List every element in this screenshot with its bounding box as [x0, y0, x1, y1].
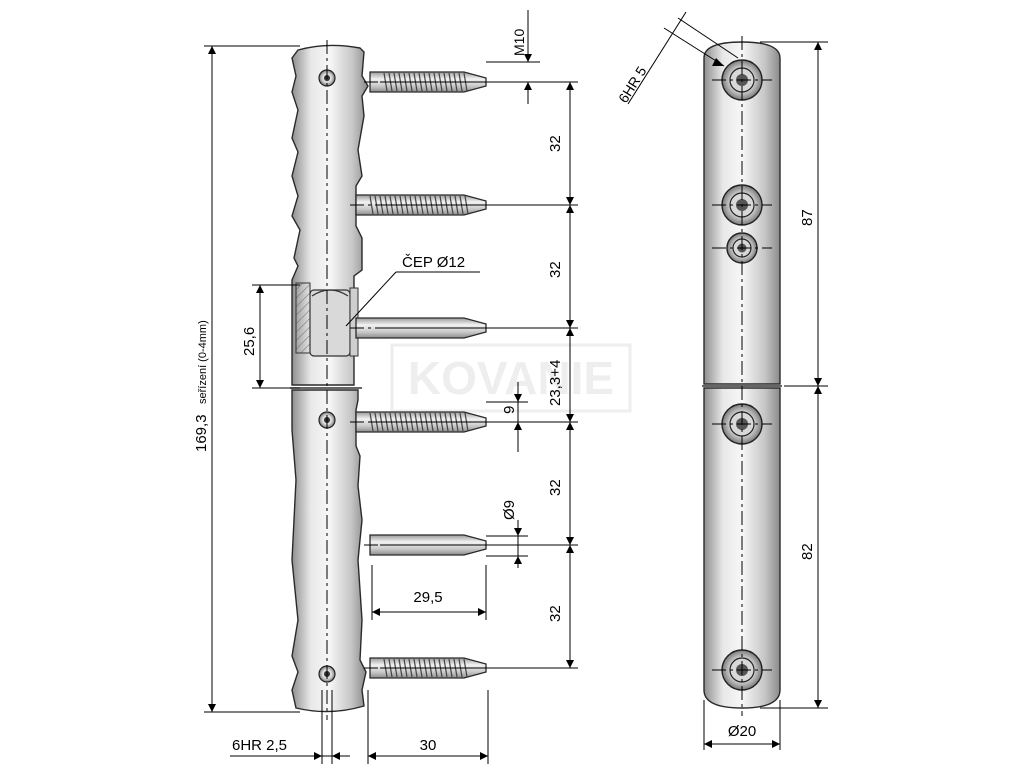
- watermark: KOVANIE: [390, 343, 632, 413]
- dim-pin-length: 29,5: [413, 589, 442, 606]
- dim-spacing-4: 32: [547, 479, 564, 496]
- dim-adjustment-note: seřízení (0-4mm): [197, 320, 209, 404]
- dim-pin-offset: 9: [501, 406, 518, 414]
- dim-pivot-pin: ČEP Ø12: [402, 254, 465, 271]
- lower-body: [291, 389, 367, 713]
- dim-hex-left: 6HR 2,5: [232, 737, 287, 754]
- pivot-hatch: [295, 282, 311, 354]
- dim-base-length: 30: [420, 737, 437, 754]
- dim-lower-height: 82: [799, 543, 816, 560]
- dim-hex-right: 6HR 5: [615, 63, 650, 105]
- dim-body-diameter: Ø20: [728, 723, 756, 740]
- left-dimensions: M10 32 32 23,3+4 32 32 9 Ø9: [193, 10, 578, 764]
- dim-pivot-height: 25,6: [241, 327, 258, 356]
- dim-spacing-5: 32: [547, 605, 564, 622]
- dim-spacing-3: 23,3+4: [547, 360, 564, 406]
- dim-total-height: 169,3: [193, 414, 210, 452]
- pivot-pin-top: [311, 289, 349, 297]
- dim-spacing-2: 32: [547, 261, 564, 278]
- dim-thread-size: M10: [511, 29, 527, 56]
- dim-pin-diameter: Ø9: [501, 500, 518, 520]
- front-view: [702, 36, 782, 716]
- side-view: [290, 40, 490, 720]
- pivot-pin-section: [309, 289, 351, 357]
- dim-upper-height: 87: [799, 209, 816, 226]
- watermark-text: KOVANIE: [408, 352, 614, 404]
- dim-spacing-1: 32: [547, 135, 564, 152]
